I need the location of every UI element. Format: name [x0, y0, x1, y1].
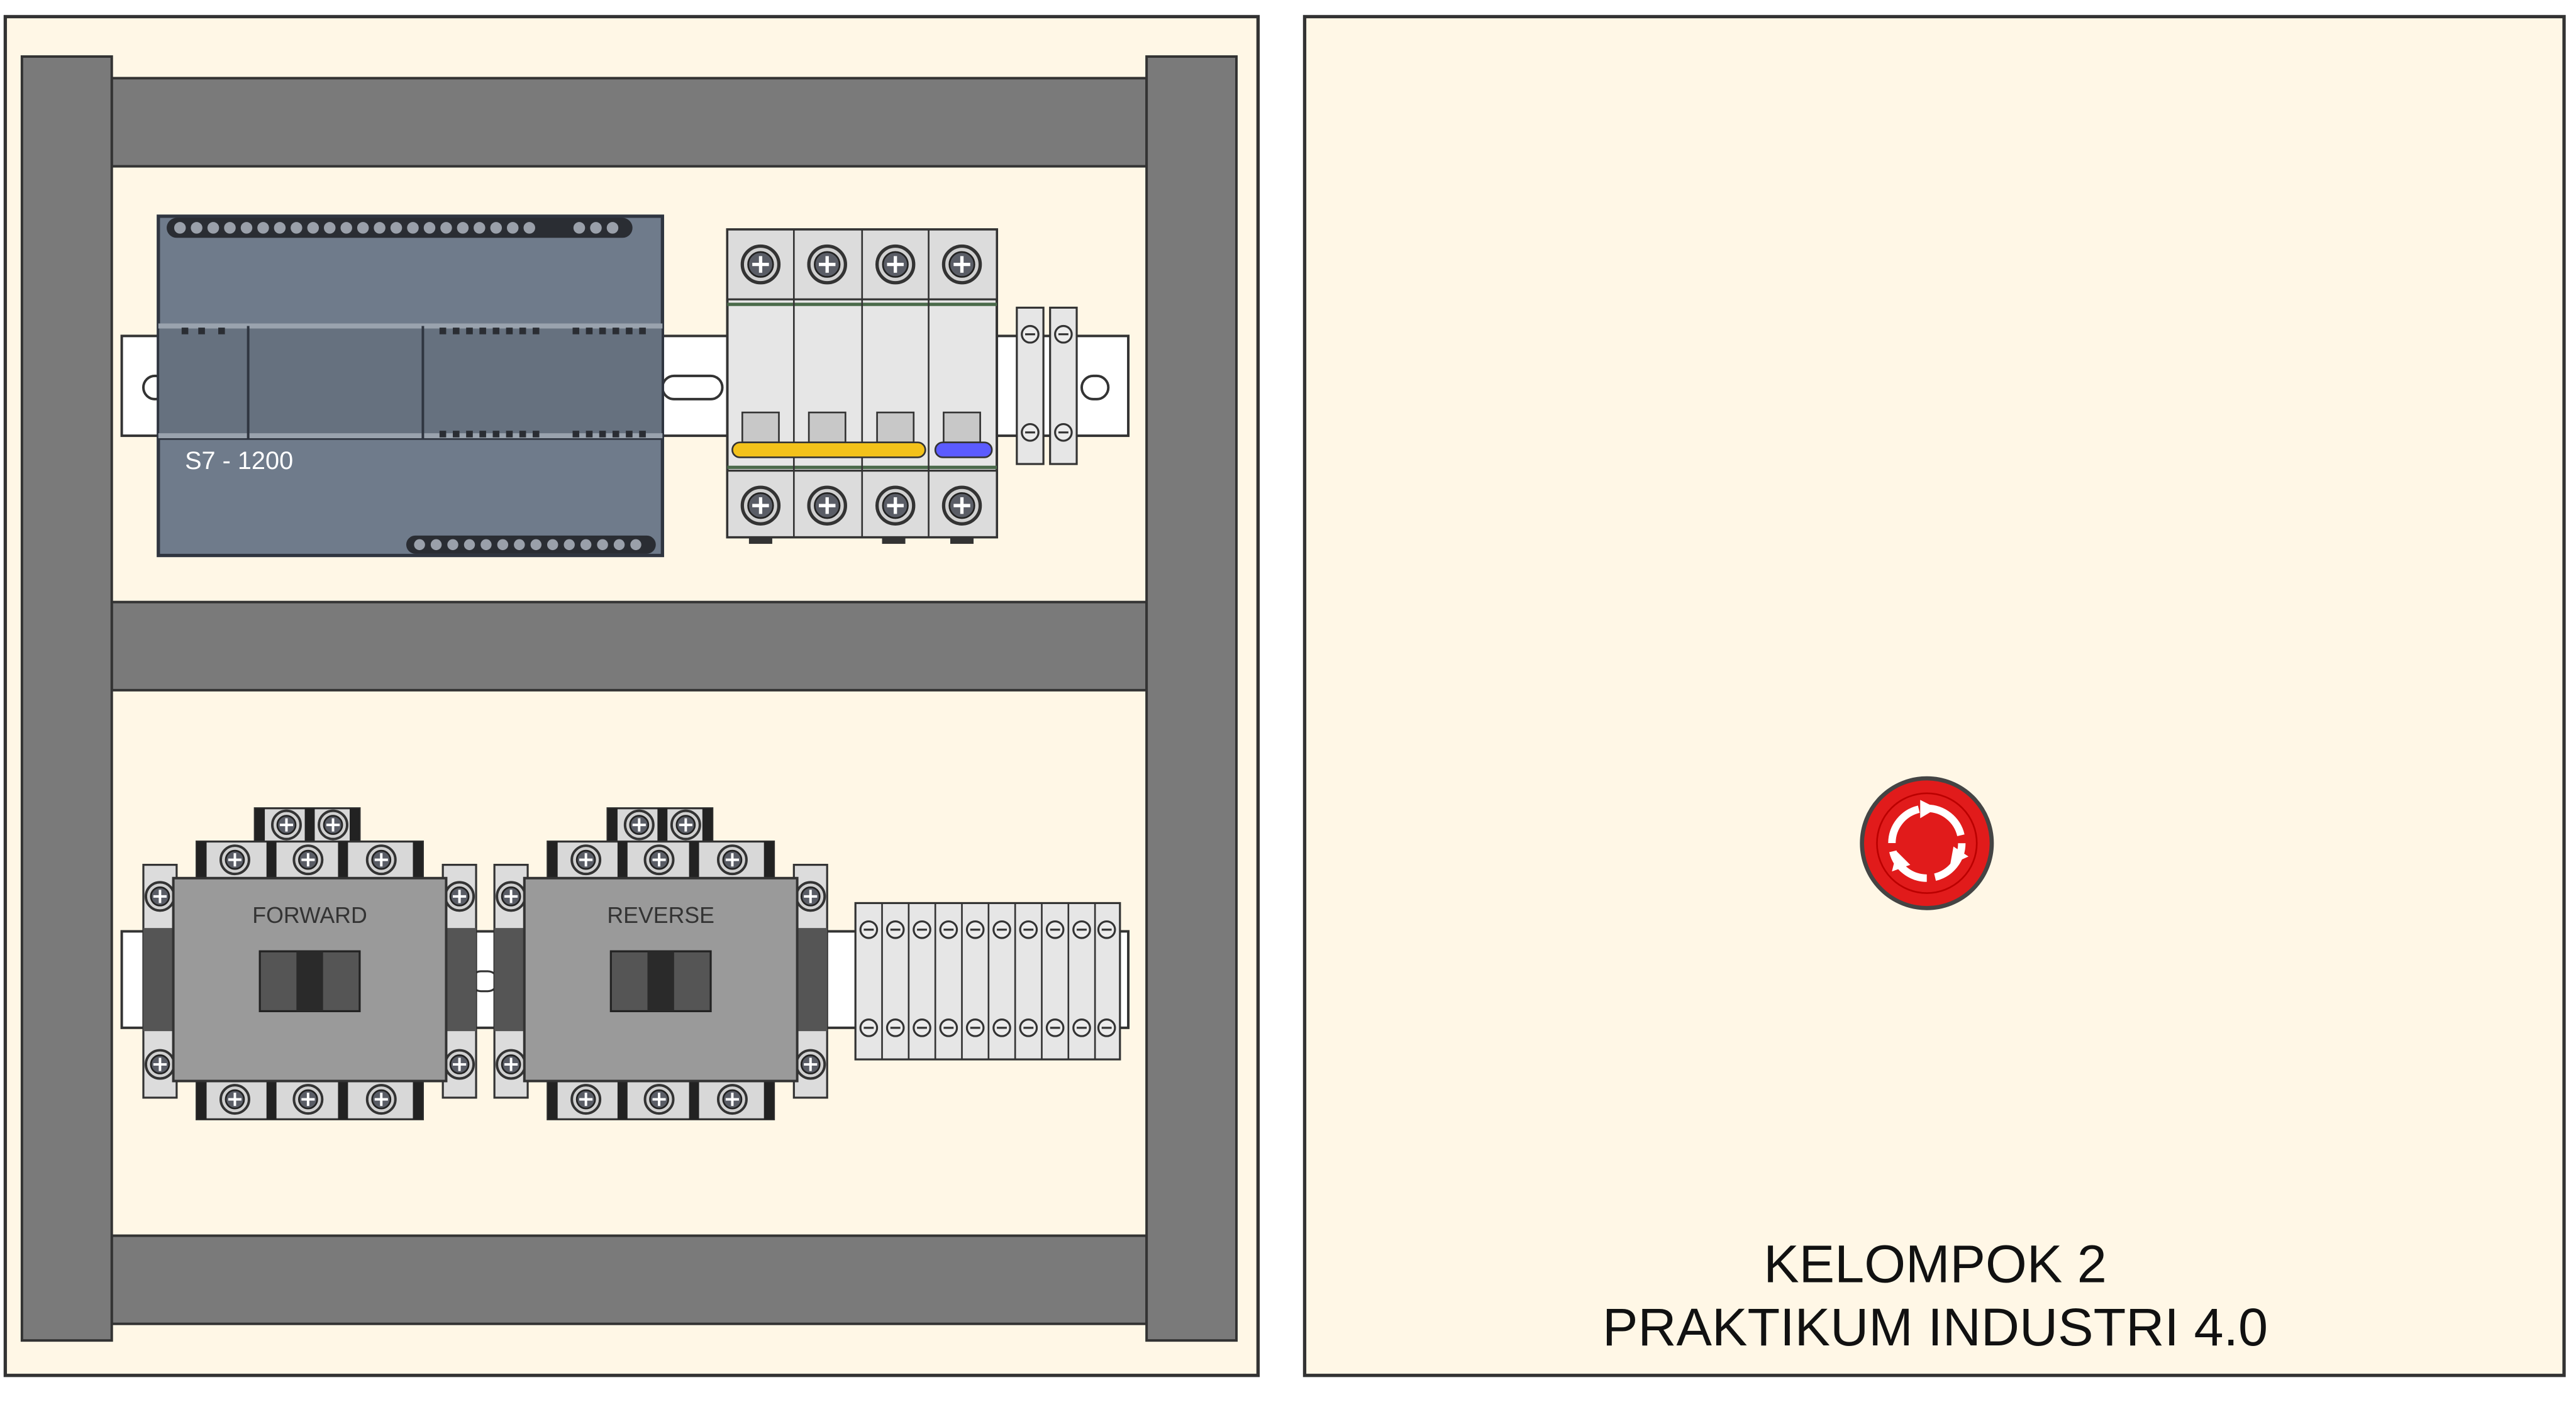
plc-model-label: S7 - 1200: [185, 447, 293, 475]
terminal-blocks-top: [1016, 306, 1078, 465]
mounting-frame: [20, 55, 1238, 1342]
door-title-line1: KELOMPOK 2: [1763, 1234, 2107, 1294]
terminal-blocks-bottom: [854, 902, 1121, 1061]
emergency-stop-icon[interactable]: [1860, 776, 1994, 910]
door-title-line2: PRAKTIKUM INDUSTRI 4.0: [1602, 1297, 2268, 1357]
contactor-forward: FORWARD: [142, 807, 477, 1120]
mcb-4-pole: [726, 228, 999, 544]
contactor-forward-label: FORWARD: [252, 903, 367, 928]
contactor-reverse: REVERSE: [493, 807, 828, 1120]
mcb-blue-handle-bar: [934, 441, 993, 458]
contactor-reverse-label: REVERSE: [607, 903, 714, 928]
mcb-yellow-handle-bar: [731, 441, 926, 458]
door-panel-background: [1302, 14, 2566, 1377]
plc-s7-1200: S7 - 1200: [157, 214, 664, 558]
